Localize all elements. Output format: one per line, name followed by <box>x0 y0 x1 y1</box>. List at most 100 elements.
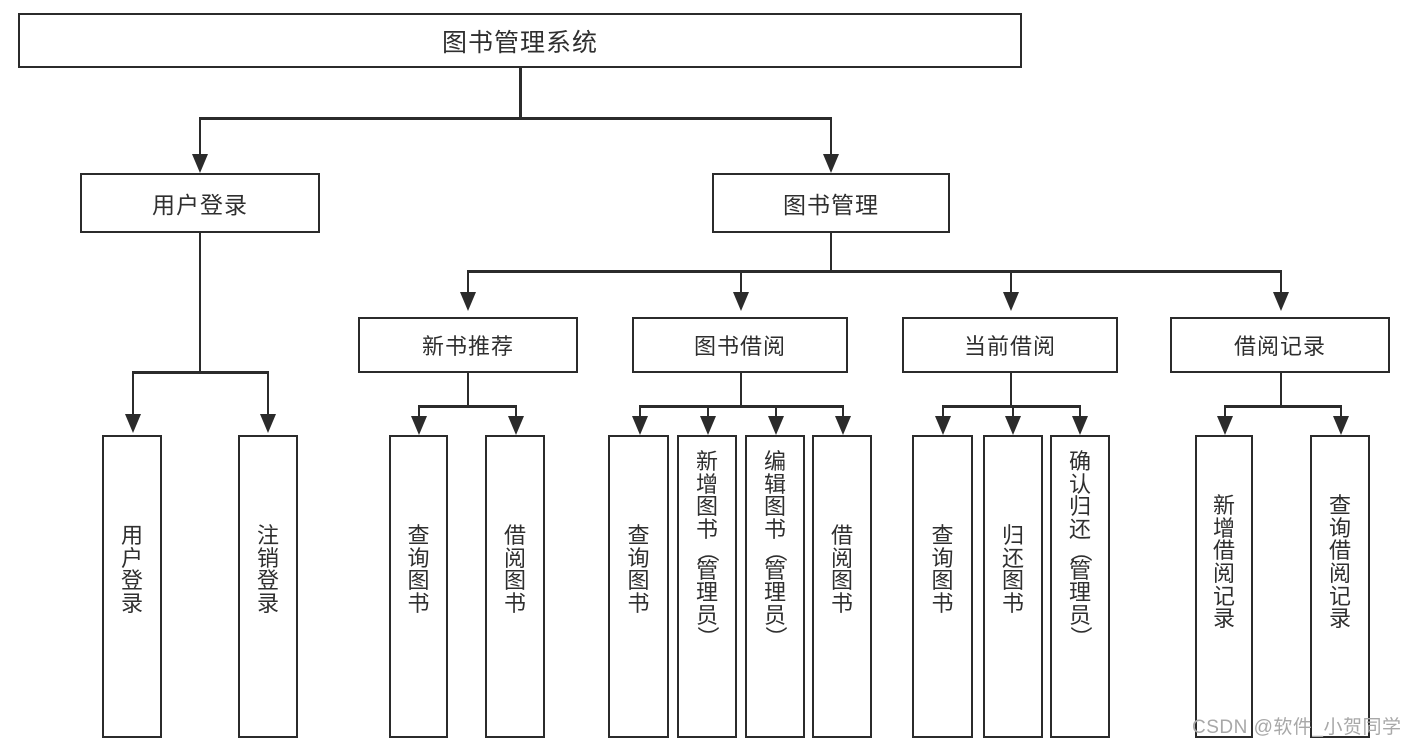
connector-nbr-drop-2 <box>514 405 517 418</box>
leaf-label-char: 图 <box>503 568 526 594</box>
leaf-label-char: 还 <box>1068 516 1091 542</box>
leaf-label-char: 员 <box>763 602 786 628</box>
leaf-confirm-return-admin: 确认归还（管理员） <box>1050 435 1110 738</box>
connector-user-login-stem <box>198 233 201 373</box>
leaf-label-char: 借 <box>1212 538 1235 564</box>
leaf-label-char: 认 <box>1068 471 1091 497</box>
arrowhead-to-leaf-user-login <box>125 414 141 433</box>
leaf-label-char: 借 <box>1328 538 1351 564</box>
connector-bb-drop-4 <box>841 405 844 418</box>
leaf-label-char: 理 <box>1068 580 1091 606</box>
leaf-label-char: 管 <box>1068 557 1091 583</box>
connector-bm-drop-4 <box>1279 270 1282 292</box>
leaf-label-char: 书 <box>830 590 853 616</box>
connector-cb-drop-3 <box>1078 405 1081 418</box>
leaf-label-char: 查 <box>407 523 430 548</box>
leaf-label-char: 户 <box>120 545 143 571</box>
arrowhead-to-current-borrow <box>1003 292 1019 311</box>
connector-bb-stem <box>739 373 742 407</box>
leaf-label-char: 编 <box>763 449 786 474</box>
leaf-label-char: 录 <box>120 590 143 616</box>
connector-book-management-bus <box>467 270 1280 273</box>
leaf-label-char: 图 <box>627 568 650 594</box>
leaf-label-vertical: 借阅图书 <box>814 523 870 616</box>
leaf-label-char: 询 <box>931 545 954 571</box>
connector-cb-bus <box>942 405 1079 408</box>
leaf-label-char: 图 <box>931 568 954 594</box>
connector-nbr-stem <box>466 373 469 407</box>
leaf-return-book: 归还图书 <box>983 435 1043 738</box>
leaf-query-book-bb: 查询图书 <box>608 435 669 738</box>
leaf-label-char: 记 <box>1328 583 1351 609</box>
leaf-add-book-admin: 新增图书（管理员） <box>677 435 737 738</box>
arrowhead-nbr-leaf-2 <box>508 416 524 435</box>
node-new-book-recommend: 新书推荐 <box>358 317 578 373</box>
node-borrow-record: 借阅记录 <box>1170 317 1390 373</box>
leaf-label-char: 员 <box>1068 602 1091 628</box>
leaf-label-char: 还 <box>1001 545 1024 571</box>
leaf-label-char: 管 <box>763 557 786 583</box>
arrowhead-cb-leaf-2 <box>1005 416 1021 435</box>
leaf-label-vertical: 归还图书 <box>985 523 1041 616</box>
leaf-label-char: 书 <box>695 516 718 542</box>
connector-br-bus <box>1224 405 1341 408</box>
connector-nbr-drop-1 <box>417 405 420 418</box>
arrowhead-br-leaf-2 <box>1333 416 1349 435</box>
leaf-label-char: 新 <box>1212 493 1235 518</box>
leaf-label-char: 理 <box>695 580 718 606</box>
connector-root-stem <box>519 68 522 118</box>
connector-bm-drop-1 <box>466 270 469 292</box>
node-label: 当前借阅 <box>963 334 1056 359</box>
connector-book-management-stem <box>829 233 832 272</box>
node-label: 借阅记录 <box>1233 334 1326 359</box>
leaf-label-char: 图 <box>830 568 853 594</box>
leaf-label-char: 管 <box>695 557 718 583</box>
leaf-label-char: 书 <box>763 516 786 542</box>
leaf-label-char: （ <box>695 539 721 562</box>
connector-bb-drop-3 <box>774 405 777 418</box>
leaf-label-char: 书 <box>407 590 430 616</box>
leaf-label-char: 图 <box>695 494 718 520</box>
leaf-label-char: 新 <box>695 449 718 474</box>
connector-bb-drop-1 <box>638 405 641 418</box>
connector-bm-drop-2 <box>739 270 742 292</box>
connector-root-drop-1 <box>198 117 201 154</box>
leaf-label-char: 查 <box>627 523 650 548</box>
connector-user-login-drop-1 <box>131 371 134 415</box>
connector-cb-drop-1 <box>941 405 944 418</box>
leaf-label-char: 增 <box>695 471 718 497</box>
leaf-label-char: 用 <box>120 523 143 548</box>
leaf-logout: 注销登录 <box>238 435 298 738</box>
leaf-label-char: 销 <box>256 545 279 571</box>
arrowhead-br-leaf-1 <box>1217 416 1233 435</box>
leaf-add-borrow-record: 新增借阅记录 <box>1195 435 1253 738</box>
leaf-label-char: 确 <box>1068 449 1091 474</box>
arrowhead-to-user-login <box>192 154 208 173</box>
leaf-label-char: ） <box>1068 625 1094 648</box>
leaf-label-vertical: 用户登录 <box>104 523 160 616</box>
connector-root-drop-2 <box>829 117 832 154</box>
leaf-label-char: 辑 <box>763 471 786 497</box>
leaf-edit-book-admin: 编辑图书（管理员） <box>745 435 805 738</box>
arrowhead-cb-leaf-1 <box>935 416 951 435</box>
arrowhead-to-new-book-recommend <box>460 292 476 311</box>
leaf-borrow-book-nbr: 借阅图书 <box>485 435 545 738</box>
leaf-label-char: 录 <box>256 590 279 616</box>
leaf-label-vertical: 查询图书 <box>391 523 446 616</box>
leaf-label-char: 阅 <box>503 545 526 571</box>
connector-cb-drop-2 <box>1011 405 1014 418</box>
leaf-label-char: 书 <box>627 590 650 616</box>
arrowhead-bb-leaf-3 <box>768 416 784 435</box>
leaf-label-char: 归 <box>1001 523 1024 548</box>
connector-br-drop-2 <box>1339 405 1342 418</box>
connector-br-drop-1 <box>1223 405 1226 418</box>
leaf-label-char: 图 <box>1001 568 1024 594</box>
leaf-label-vertical: 查询借阅记录 <box>1312 494 1368 631</box>
leaf-label-char: 登 <box>120 568 143 594</box>
connector-root-bus <box>199 117 831 120</box>
leaf-label-char: 借 <box>830 523 853 548</box>
leaf-label-char: 记 <box>1212 583 1235 609</box>
arrowhead-cb-leaf-3 <box>1072 416 1088 435</box>
node-label: 用户登录 <box>152 192 248 218</box>
